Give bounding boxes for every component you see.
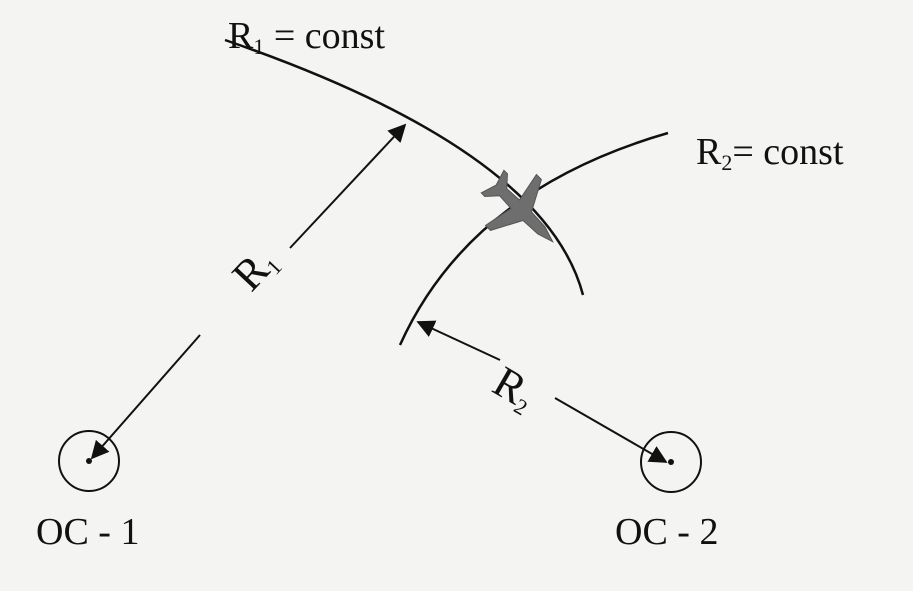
arrow-r2-upper (416, 320, 501, 361)
label-r2-const: R2= const (696, 130, 844, 176)
aircraft-icon (480, 169, 554, 243)
arc-r2-const (398, 131, 669, 346)
label-r1-const: R1 = const (228, 14, 385, 60)
arrow-r1-upper (289, 123, 407, 249)
label-station-2: OC - 2 (615, 511, 719, 553)
station-1-icon (58, 430, 120, 492)
label-r2-const-sub: 2 (721, 150, 733, 175)
arrow-r2-lower (554, 397, 668, 463)
label-r1-const-rest: = const (273, 15, 386, 57)
label-r2-const-main: R (696, 131, 722, 173)
label-r1-const-sub: 1 (253, 34, 265, 59)
arc-r1-const (224, 38, 585, 296)
station-2-icon (640, 431, 702, 493)
label-r2-const-rest: = const (732, 131, 844, 173)
arrow-r1-lower (90, 334, 201, 460)
label-station-1: OC - 1 (36, 511, 140, 553)
label-r1-const-main: R (228, 15, 254, 57)
